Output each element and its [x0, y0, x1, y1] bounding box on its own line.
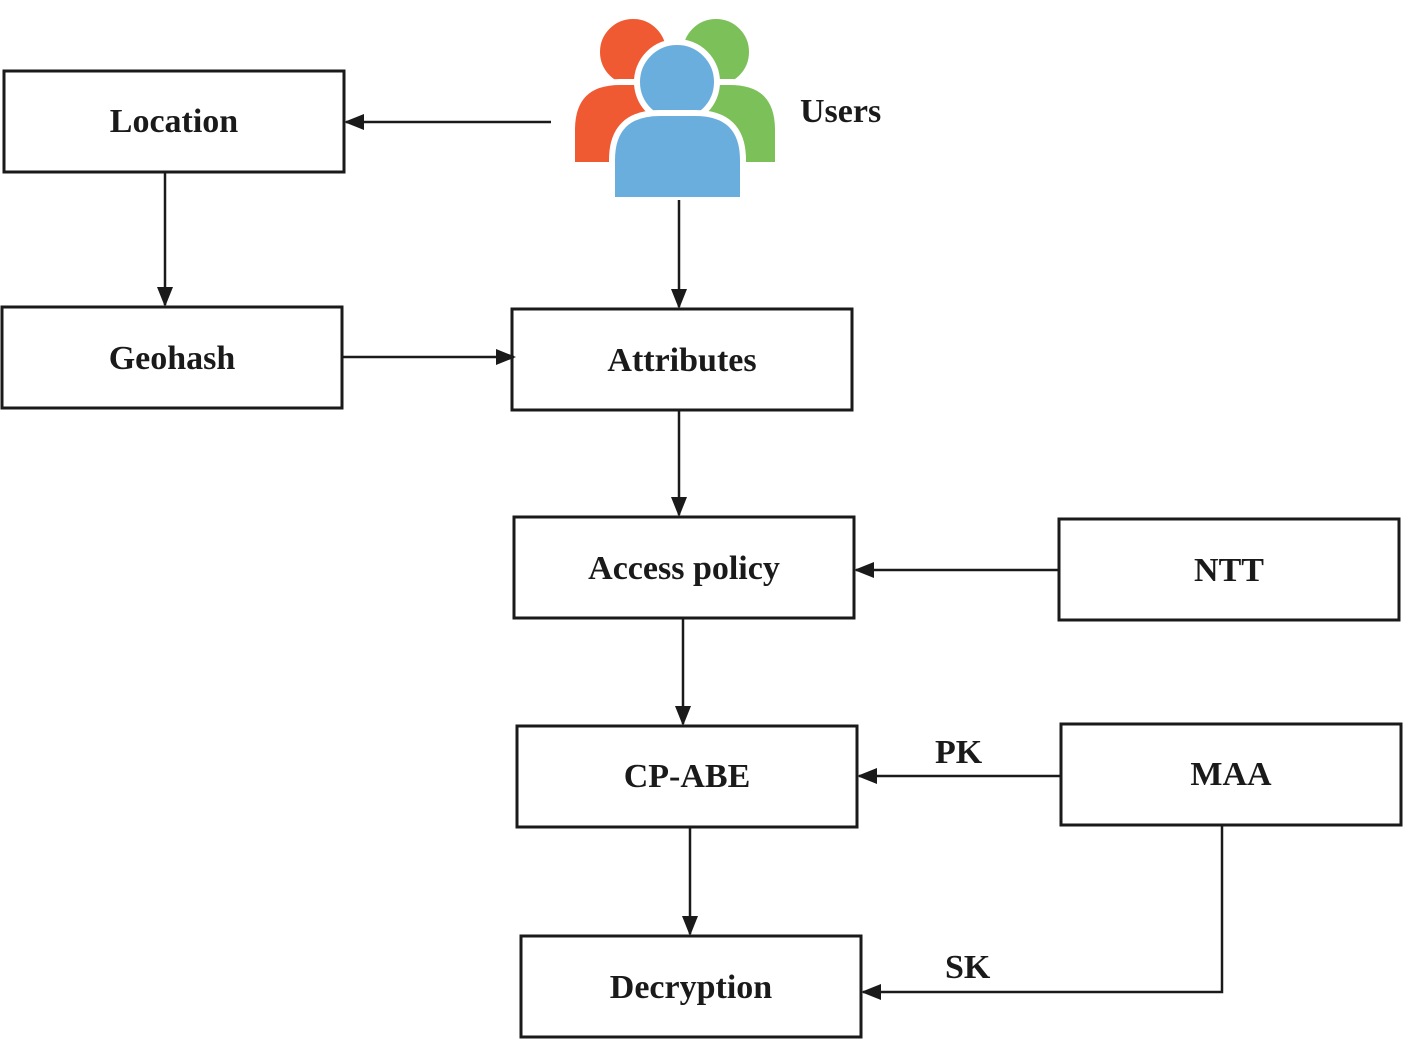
sk-edge-label: SK: [945, 949, 991, 986]
ntt-node: NTT: [1057, 517, 1401, 622]
attributes-label: Attributes: [607, 342, 756, 379]
location-node: Location: [2, 69, 346, 174]
geohash-node: Geohash: [0, 305, 344, 410]
edge-maa-to-decryption: [861, 825, 1224, 1000]
geohash-label: Geohash: [109, 340, 236, 377]
decryption-node: Decryption: [519, 934, 863, 1039]
maa-label: MAA: [1190, 756, 1272, 793]
maa-node: MAA: [1059, 722, 1403, 827]
users-label: Users: [800, 93, 881, 130]
attributes-node: Attributes: [510, 307, 854, 412]
access-policy-node: Access policy: [512, 515, 856, 620]
pk-edge-label: PK: [935, 734, 983, 771]
user-front-icon: [609, 39, 746, 203]
access-policy-label: Access policy: [588, 550, 780, 587]
cp-abe-node: CP-ABE: [515, 724, 859, 829]
cp-abe-label: CP-ABE: [624, 758, 751, 795]
ntt-label: NTT: [1194, 552, 1264, 589]
users-group-icon: [569, 13, 781, 203]
location-label: Location: [110, 103, 239, 140]
decryption-label: Decryption: [610, 969, 773, 1006]
